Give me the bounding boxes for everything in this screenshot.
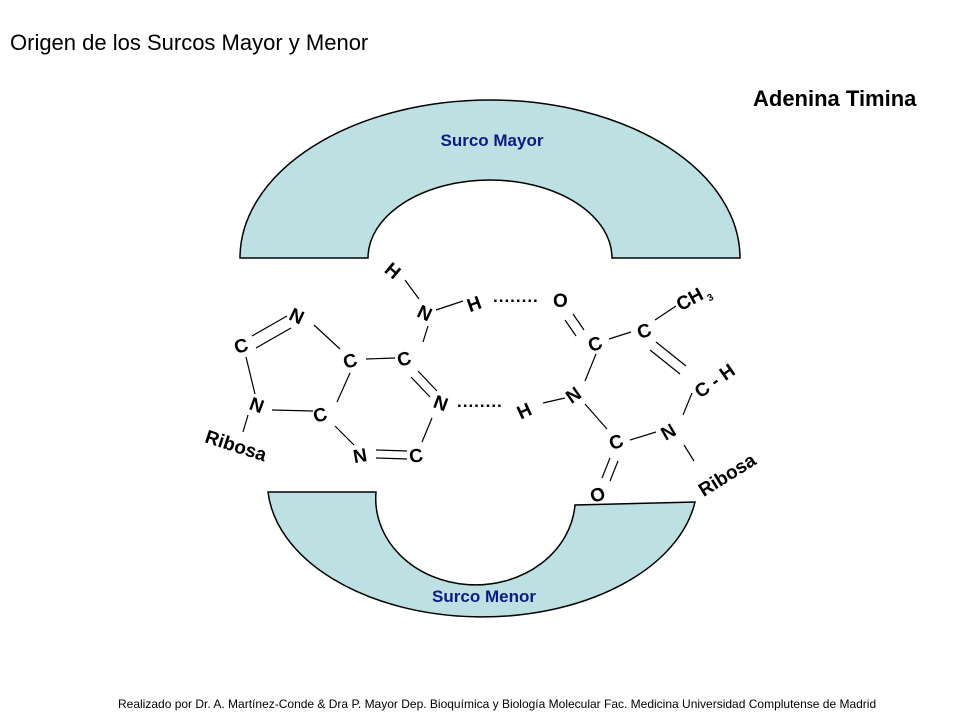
base-pair-heading: Adenina Timina [753,86,917,111]
ribose-label-right: Ribosa [695,450,760,502]
chemical-bonds [242,279,695,482]
major-groove-label: Surco Mayor [441,131,544,150]
minor-groove-label: Surco Menor [432,587,536,606]
thymine-atom-ch: CH [673,284,707,315]
thymine-atom-o4: O [553,291,568,312]
thymine-atom-h3: H [514,399,535,424]
thymine-atom-n3: N [562,383,585,408]
adenine-atom-c6: C [395,348,414,372]
thymine-atom-n1: N [658,420,680,445]
adenine-atom-c8: C [232,335,251,359]
adenine-atom-n3: N [352,445,369,468]
thymine-atom-c5: C [634,319,654,344]
adenine-atom-n9: N [246,394,266,418]
adenine-atom-c4: C [311,404,330,428]
thymine-methyl-group: CH 3 [673,284,716,315]
footer-credits: Realizado por Dr. A. Martínez-Conde & Dr… [118,697,877,711]
adenine-atom-c2: C [408,445,425,468]
thymine-atom-c4: C [585,332,605,357]
hydrogen-bond-top: ........ [493,287,539,306]
adenine-atom-c5: C [341,350,360,374]
thymine-atom-c6-h: C - H [691,360,739,403]
adenine-atom-n1: N [430,392,450,416]
ribose-label-left: Ribosa [202,427,269,467]
thymine-atom-o2: O [587,483,608,508]
hydrogen-bond-bottom: ........ [457,392,503,411]
adenine-atom-n-amino: N [414,301,435,326]
minor-groove-shape [267,491,696,618]
thymine-atom-c2: C [606,430,626,455]
adenine-atom-h-amino: H [464,293,484,317]
thymine-atom-ch-subscript: 3 [706,292,716,305]
major-groove-shape [239,99,741,259]
adenine-atom-h: H [380,259,404,284]
adenine-atom-n7: N [286,304,307,329]
slide-title: Origen de los Surcos Mayor y Menor [10,30,369,55]
